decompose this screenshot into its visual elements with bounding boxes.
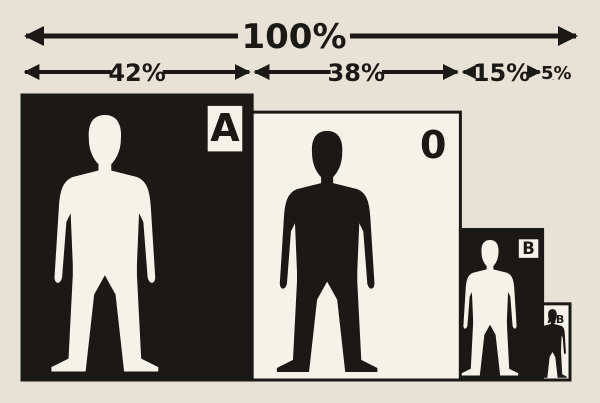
bar-2: B xyxy=(458,227,545,382)
person-icon-2 xyxy=(461,240,519,376)
person-icon-0 xyxy=(51,114,159,372)
category-label-3: AB xyxy=(547,313,564,326)
total-label: 100% xyxy=(241,17,346,57)
percent-label-2: 15% xyxy=(473,59,530,87)
person-icon-1 xyxy=(276,130,378,372)
total-label-bg xyxy=(238,14,350,56)
category-label-1: 0 xyxy=(420,123,446,167)
percent-span-1: 38% xyxy=(253,52,459,87)
percent-span-2: 15% xyxy=(461,52,542,87)
bars: A 0B AB xyxy=(20,93,572,382)
category-label-bg-0 xyxy=(205,103,245,154)
percent-label-bg-2 xyxy=(475,52,528,82)
bar-1: 0 xyxy=(250,110,462,382)
person-icon-3 xyxy=(538,309,567,378)
category-label-bg-2 xyxy=(516,237,541,260)
percent-span-0: 42% xyxy=(23,52,251,87)
bar-3: AB xyxy=(538,302,572,382)
percent-label-bg-3 xyxy=(541,57,572,80)
percent-label-3: 5% xyxy=(541,63,572,84)
percent-label-bg-1 xyxy=(330,52,382,82)
percent-label-bg-0 xyxy=(111,52,163,82)
percent-span-3: 5% xyxy=(541,57,572,84)
percent-label-0: 42% xyxy=(108,59,165,87)
bar-0: A xyxy=(20,93,254,382)
percent-spans: 42% 38% 15% 5% xyxy=(23,52,572,87)
category-label-0: A xyxy=(210,106,240,150)
percent-label-1: 38% xyxy=(328,59,385,87)
category-label-2: B xyxy=(522,239,535,258)
total-span: 100% xyxy=(24,14,578,57)
